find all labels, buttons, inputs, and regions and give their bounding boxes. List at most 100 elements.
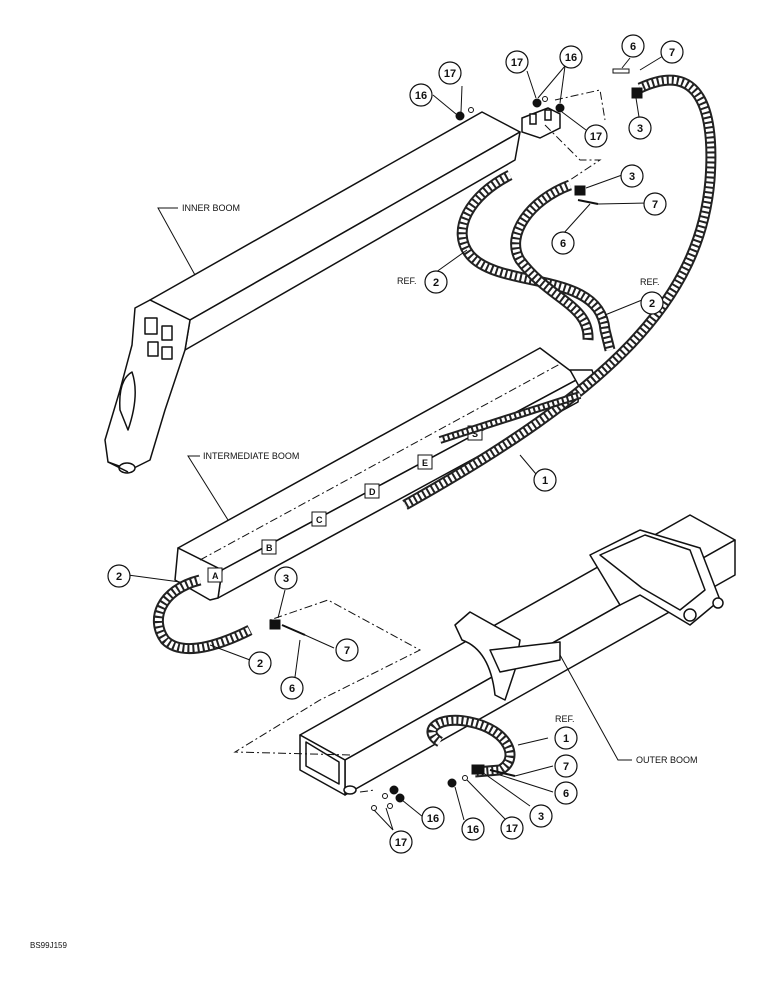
svg-text:6: 6 — [630, 41, 636, 53]
svg-text:16: 16 — [467, 824, 479, 836]
callout-2-a: 2 — [424, 270, 448, 294]
svg-text:2: 2 — [257, 658, 263, 670]
intermediate-boom-label: INTERMEDIATE BOOM — [203, 451, 299, 461]
svg-text:17: 17 — [511, 57, 523, 69]
callout-2-b: 2 — [640, 291, 664, 315]
callout-2-d: 2 — [248, 651, 272, 675]
svg-text:16: 16 — [415, 90, 427, 102]
clip-3-mid — [574, 185, 586, 196]
callout-17-b: 17 — [505, 50, 529, 74]
outer-boom-label: OUTER BOOM — [636, 755, 698, 765]
callout-16-d: 16 — [461, 817, 485, 841]
svg-text:2: 2 — [433, 277, 439, 289]
segment-letter-d: D — [369, 487, 376, 497]
svg-text:6: 6 — [289, 683, 295, 695]
callout-17-e: 17 — [389, 830, 413, 854]
washer-17-bottom-d — [462, 775, 468, 781]
svg-text:7: 7 — [669, 47, 675, 59]
svg-text:2: 2 — [649, 298, 655, 310]
clip-3-left — [269, 619, 281, 630]
callout-3-c: 3 — [274, 566, 298, 590]
intermediate-boom — [174, 347, 597, 601]
pin-7-mid — [577, 199, 599, 205]
svg-text:17: 17 — [506, 823, 518, 835]
segment-box-d — [364, 483, 380, 499]
svg-text:3: 3 — [538, 811, 544, 823]
callout-17-c: 17 — [584, 124, 608, 148]
ref-label-b: REF. — [640, 277, 660, 287]
callout-3-a: 3 — [628, 116, 652, 140]
svg-text:7: 7 — [563, 761, 569, 773]
callout-1-b: 1 — [554, 726, 578, 750]
segment-letter-c: C — [316, 515, 323, 525]
callout-16-c: 16 — [421, 806, 445, 830]
segment-letter-a: A — [212, 571, 219, 581]
callout-6-d: 6 — [554, 781, 578, 805]
pin-7-bottom — [489, 769, 516, 777]
inner-boom-label: INNER BOOM — [182, 203, 240, 213]
callout-17-a: 17 — [438, 61, 462, 85]
pin-6-top — [612, 68, 630, 74]
segment-letters: A B C D E S — [207, 425, 483, 583]
callout-16-b: 16 — [559, 45, 583, 69]
intermediate-boom-centerline — [199, 363, 561, 561]
callout-7-b: 7 — [643, 192, 667, 216]
segment-box-e — [417, 454, 433, 470]
callout-3-b: 3 — [620, 164, 644, 188]
svg-text:16: 16 — [427, 813, 439, 825]
clip-3-top — [631, 87, 643, 99]
svg-text:1: 1 — [563, 733, 569, 745]
callout-6-b: 6 — [551, 231, 575, 255]
svg-text:16: 16 — [565, 52, 577, 64]
nut-16-top-c — [555, 103, 565, 113]
callout-7-d: 7 — [554, 754, 578, 778]
svg-text:3: 3 — [283, 573, 289, 585]
callout-16-a: 16 — [409, 83, 433, 107]
callout-7-a: 7 — [660, 40, 684, 64]
svg-text:3: 3 — [637, 123, 643, 135]
callout-17-d: 17 — [500, 816, 524, 840]
callout-1-a: 1 — [533, 468, 557, 492]
svg-text:3: 3 — [629, 171, 635, 183]
segment-letter-e: E — [422, 458, 428, 468]
chain-mount-bracket — [521, 107, 561, 139]
leader-lines — [127, 55, 664, 831]
washer-17-top-b — [542, 96, 548, 102]
nut-16-bottom-c — [447, 778, 457, 788]
svg-text:6: 6 — [563, 788, 569, 800]
nut-16-top — [455, 111, 465, 121]
hardware-parts — [269, 68, 643, 811]
svg-text:1: 1 — [542, 475, 548, 487]
outer-boom — [299, 514, 736, 796]
segment-box-b — [261, 539, 277, 555]
svg-text:2: 2 — [116, 571, 122, 583]
segment-box-a — [207, 567, 223, 583]
svg-text:7: 7 — [652, 199, 658, 211]
washer-17-bottom-c — [371, 805, 377, 811]
svg-text:17: 17 — [395, 837, 407, 849]
washer-17-bottom-a — [382, 793, 388, 799]
svg-text:17: 17 — [444, 68, 456, 80]
washer-17-top — [468, 107, 474, 113]
nut-16-top-b — [532, 98, 542, 108]
callout-3-d: 3 — [529, 804, 553, 828]
segment-letter-s: S — [472, 429, 478, 439]
ref-label-c: REF. — [555, 714, 575, 724]
explode-lines — [233, 89, 606, 793]
callout-2-c: 2 — [107, 564, 131, 588]
nut-16-bottom-a — [389, 785, 399, 795]
svg-text:7: 7 — [344, 645, 350, 657]
pin-7-left — [281, 624, 306, 636]
inner-boom — [104, 111, 521, 474]
callout-7-c: 7 — [335, 638, 359, 662]
clip-3-bottom — [471, 764, 485, 775]
segment-letter-b: B — [266, 543, 273, 553]
callout-6-c: 6 — [280, 676, 304, 700]
svg-text:6: 6 — [560, 238, 566, 250]
ref-label-a: REF. — [397, 276, 417, 286]
callouts: 17 16 17 16 17 6 7 3 3 7 6 2 2 1 2 3 7 2… — [107, 34, 684, 854]
washer-17-bottom-b — [387, 803, 393, 809]
figure-id: BS99J159 — [30, 941, 67, 950]
